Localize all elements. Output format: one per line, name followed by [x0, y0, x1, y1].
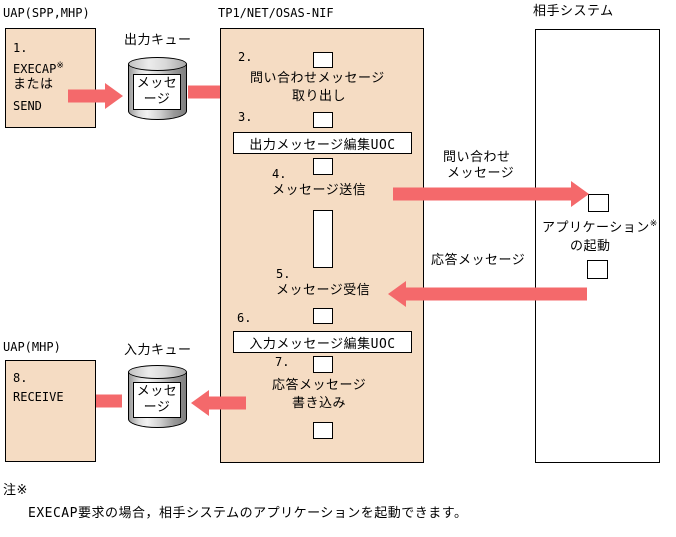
send-receive-buffer-rect [313, 210, 333, 268]
step7-label-line2: 書き込み [292, 396, 347, 411]
step5-number: 5. [276, 267, 291, 281]
partner-system-title: 相手システム [533, 4, 614, 19]
uap-mhp-title: UAP(MHP) [3, 340, 61, 354]
input-message-edit-uoc-box: 入力メッセージ編集UOC [233, 331, 412, 353]
query-message-label-line1: 問い合わせ [443, 150, 511, 165]
arrow-response-message [388, 280, 587, 307]
note-text: EXECAP要求の場合，相手システムのアプリケーションを起動できます。 [28, 506, 468, 521]
cylinder-top [128, 57, 187, 71]
arrow-tail [208, 396, 246, 409]
arrow-tp1-to-input-queue [191, 389, 246, 416]
arrow-tail [393, 187, 572, 200]
execap-text: EXECAP [13, 62, 57, 76]
uap-spp-title: UAP(SPP,MHP) [3, 6, 90, 20]
uap-spp-execap-label: EXECAP※ [13, 61, 64, 76]
input-queue-message-box: メッセ ージ [133, 382, 181, 418]
partner-app-label2: の起動 [570, 239, 611, 254]
app-note-mark: ※ [649, 219, 658, 229]
uap-mhp-step-number: 8. [13, 371, 28, 385]
step6-number: 6. [237, 311, 252, 325]
uap-mhp-receive-label: RECEIVE [13, 390, 64, 404]
partner-receive-square [588, 194, 609, 212]
step3-io-square [313, 112, 333, 128]
arrow-tail [68, 89, 106, 102]
execap-note-mark: ※ [56, 61, 64, 71]
step7-io-square [313, 356, 333, 373]
partner-system-box [535, 29, 660, 463]
arrow-head [388, 280, 406, 307]
partner-send-square [587, 260, 608, 279]
app-start-text: アプリケーション [542, 220, 650, 236]
output-queue-cylinder: メッセ ージ [128, 57, 187, 120]
query-message-label-line2: メッセージ [447, 166, 515, 181]
step2-label-line2: 取り出し [292, 89, 347, 104]
step5-label: メッセージ受信 [276, 283, 371, 298]
step6-io-square [313, 308, 333, 324]
uap-spp-send-label: SEND [13, 99, 42, 113]
output-queue-label: 出力キュー [124, 33, 192, 48]
note-mark: 注※ [3, 483, 28, 498]
output-message-edit-uoc-box: 出力メッセージ編集UOC [233, 132, 412, 154]
input-queue-label: 入力キュー [124, 343, 192, 358]
step7-number: 7. [275, 355, 290, 369]
arrow-uap-to-output-queue [68, 82, 123, 109]
arrow-head [191, 389, 209, 416]
response-message-label: 応答メッセージ [431, 253, 526, 268]
step3-number: 3. [238, 110, 253, 124]
uap-spp-or-label: または [13, 77, 54, 92]
step2-io-square [313, 52, 333, 68]
cylinder-top [128, 365, 187, 379]
step7-output-square [313, 422, 333, 439]
step2-number: 2. [238, 50, 253, 64]
message-text-line2: ージ [143, 92, 171, 107]
step3-output-square [313, 158, 333, 175]
output-queue-message-box: メッセ ージ [133, 74, 181, 110]
arrow-head [105, 82, 123, 109]
partner-app-label: アプリケーション※ [542, 217, 657, 235]
arrow-tail [405, 287, 587, 300]
uap-spp-box [5, 28, 96, 128]
arrow-head [571, 180, 589, 207]
step4-label: メッセージ送信 [272, 183, 367, 198]
arrow-query-message [393, 180, 589, 207]
uap-spp-step-number: 1. [13, 41, 28, 55]
message-text-line1: メッセ [136, 384, 178, 399]
step4-number: 4. [272, 167, 287, 181]
step7-label-line1: 応答メッセージ [272, 378, 367, 393]
uap-mhp-box [5, 360, 96, 462]
message-text-line1: メッセ [136, 76, 178, 91]
input-queue-cylinder: メッセ ージ [128, 365, 187, 428]
step2-label-line1: 問い合わせメッセージ [250, 71, 385, 86]
tp1-title: TP1/NET/OSAS-NIF [218, 6, 334, 20]
message-text-line2: ージ [143, 400, 171, 415]
